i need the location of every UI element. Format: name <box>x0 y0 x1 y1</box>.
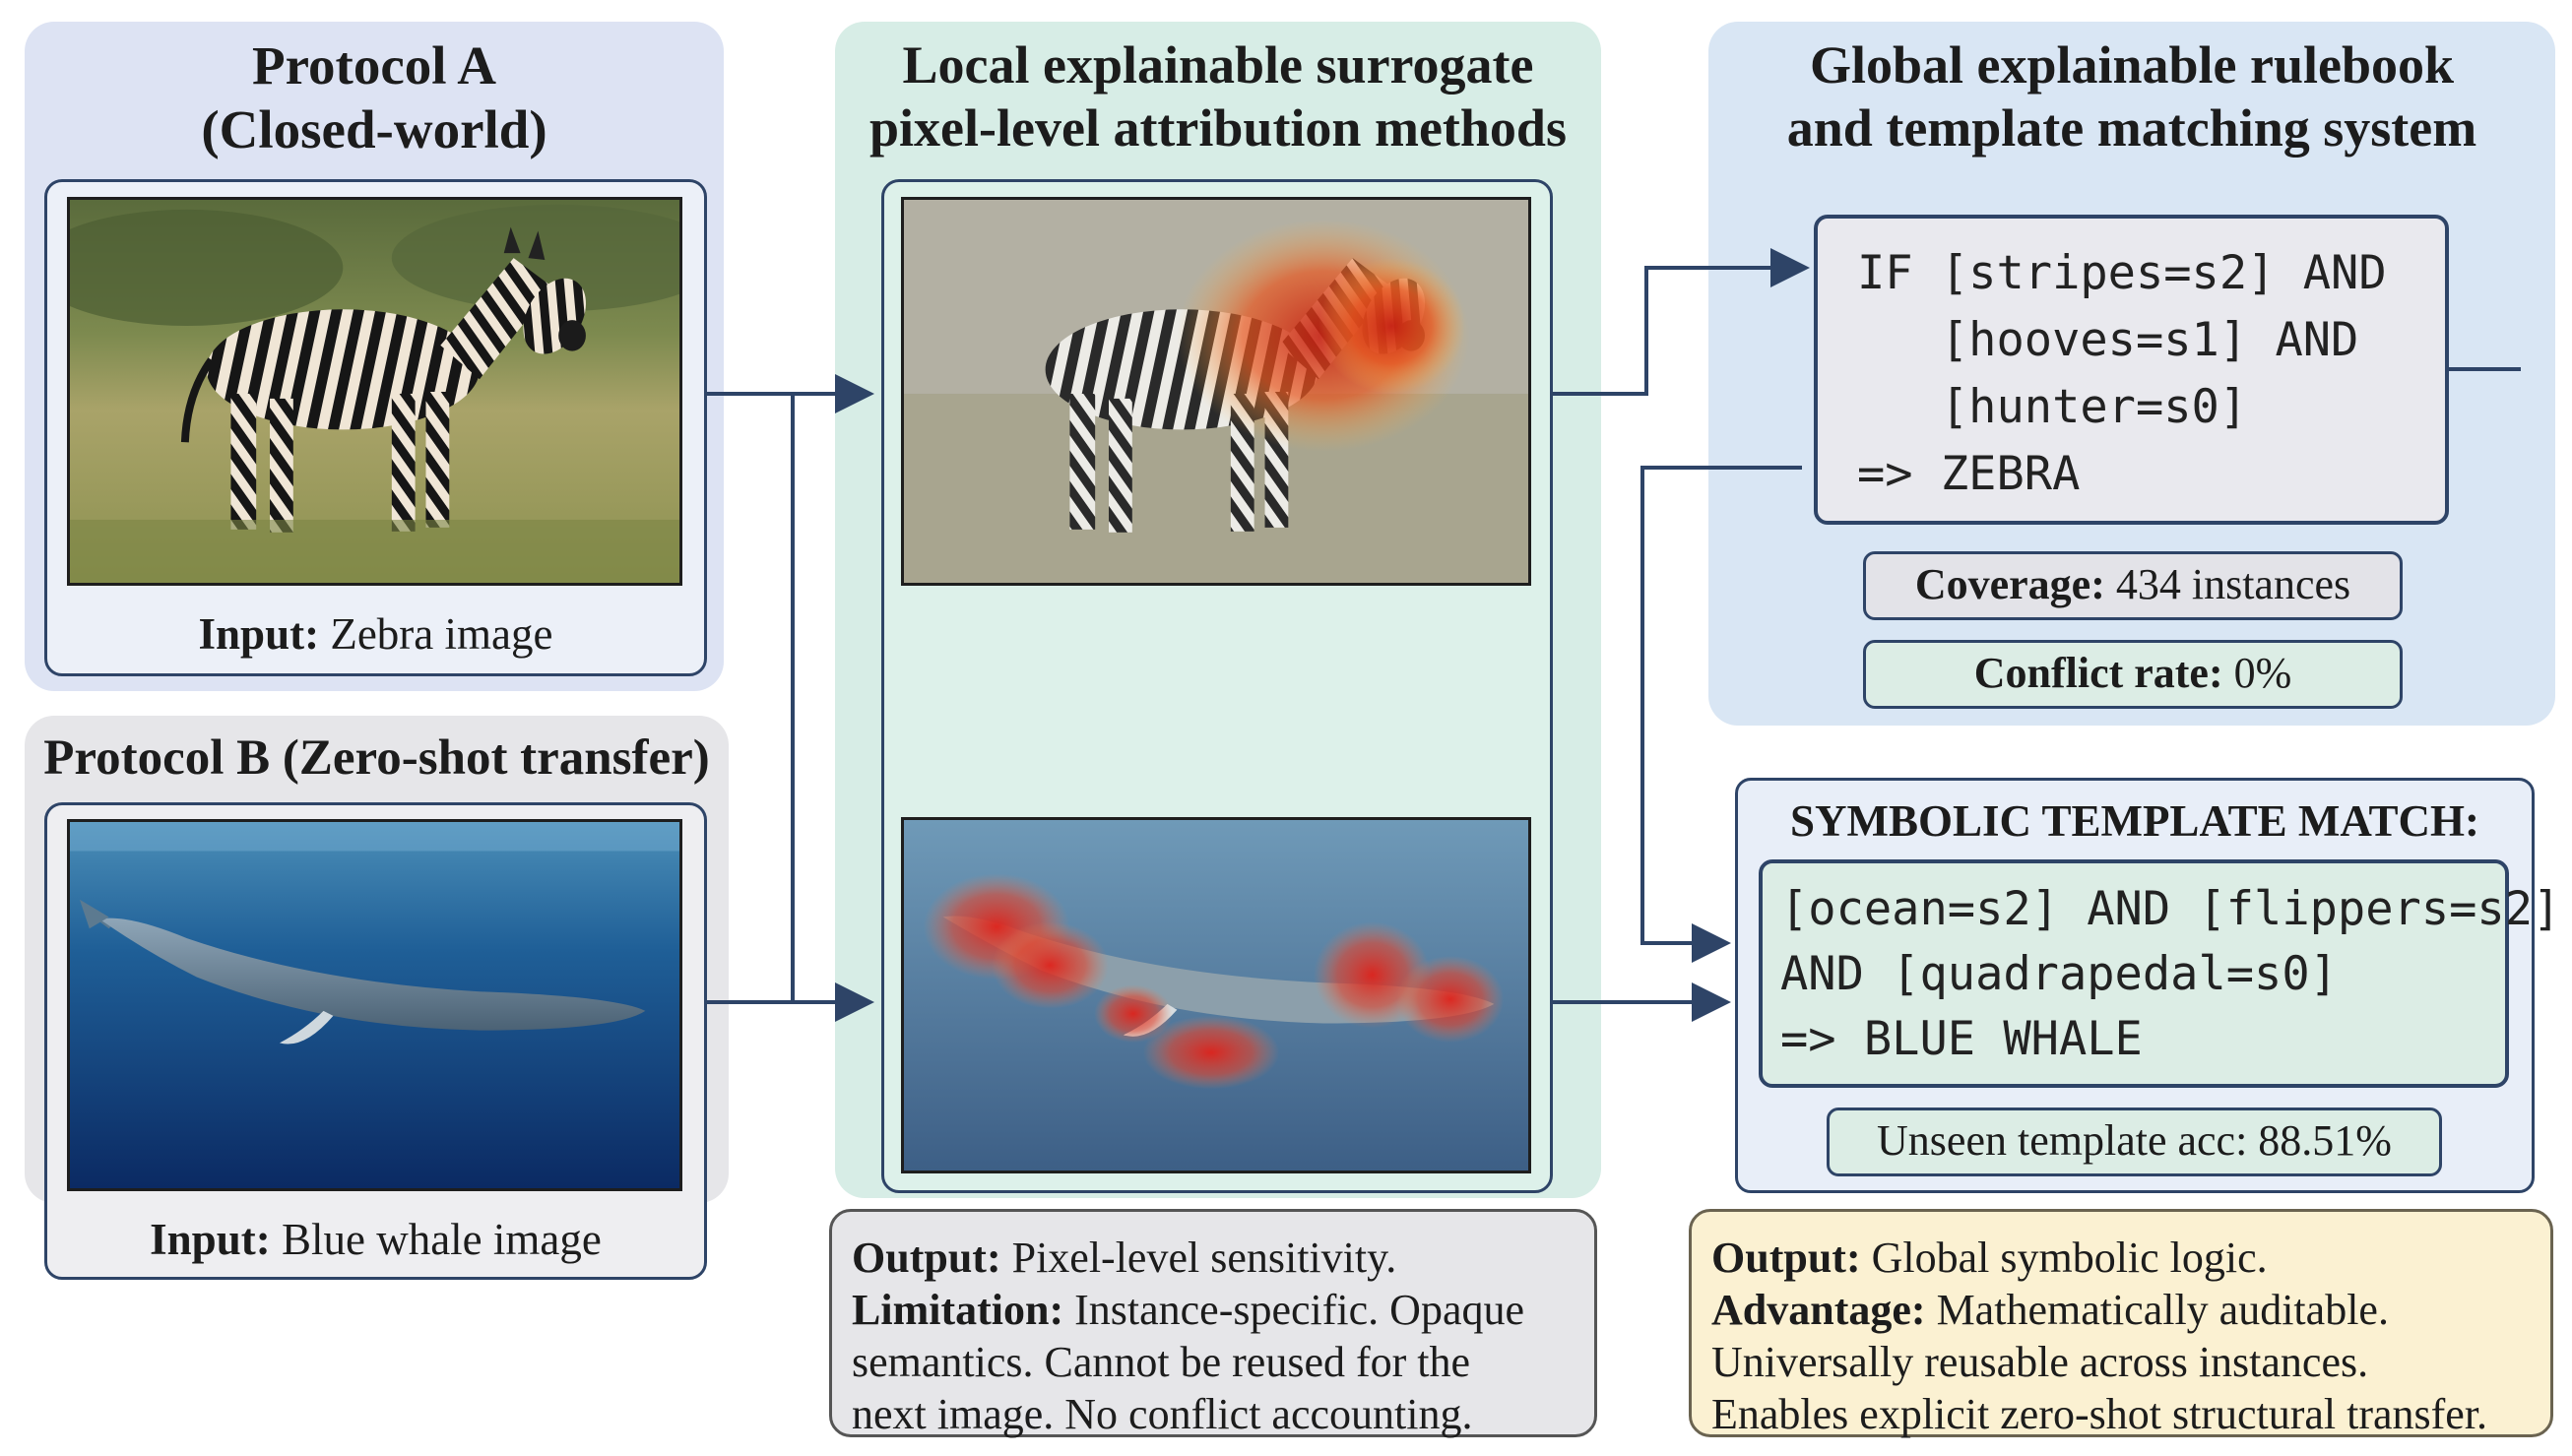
global-method-description: Output: Global symbolic logic. Advantage… <box>1689 1209 2553 1438</box>
zebra-rule-box: IF [stripes=s2] AND [hooves=s1] AND [hun… <box>1814 215 2449 525</box>
local-title-line2: pixel-level attribution methods <box>869 97 1567 158</box>
protocol-a-title-line2: (Closed-world) <box>201 98 547 159</box>
local-title-line1: Local explainable surrogate <box>902 35 1534 95</box>
protocol-a-title-line1: Protocol A <box>252 35 496 95</box>
whale-input-caption: Input: Blue whale image <box>44 1214 707 1265</box>
coverage-label: Coverage: <box>1914 560 2105 608</box>
global-advantage-line3: Enables explicit zero-shot structural tr… <box>1711 1390 2488 1438</box>
whale-caption-label: Input: <box>150 1215 271 1264</box>
protocol-a-title: Protocol A (Closed-world) <box>25 34 724 162</box>
global-title-line2: and template matching system <box>1786 97 2477 158</box>
global-advantage-label: Advantage: <box>1711 1286 1926 1334</box>
zebra-input-caption: Input: Zebra image <box>44 608 707 660</box>
unseen-template-accuracy-badge: Unseen template acc: 88.51% <box>1827 1108 2442 1176</box>
coverage-value: 434 instances <box>2115 560 2351 608</box>
zebra-photo <box>67 197 682 586</box>
global-advantage-line2: Universally reusable across instances. <box>1711 1338 2369 1386</box>
global-advantage-text: Mathematically auditable. <box>1936 1286 2389 1334</box>
whale-caption-text: Blue whale image <box>281 1215 602 1264</box>
zebra-caption-label: Input: <box>198 609 320 659</box>
rule-line: [hooves=s1] AND <box>1857 313 2359 367</box>
coverage-badge: Coverage: 434 instances <box>1863 551 2403 620</box>
local-limitation-line2: semantics. Cannot be reused for the <box>852 1338 1471 1386</box>
conflict-rate-badge: Conflict rate: 0% <box>1863 640 2403 709</box>
whale-template-box: [ocean=s2] AND [flippers=s2] AND [quadra… <box>1759 859 2561 1088</box>
zebra-heatmap-photo <box>901 197 1531 586</box>
local-limitation-text: Instance-specific. Opaque <box>1074 1286 1524 1334</box>
template-line: => BLUE WHALE <box>1780 1012 2143 1066</box>
template-line: [ocean=s2] AND [flippers=s2] <box>1780 882 2561 936</box>
global-advantage-line: Advantage: Mathematically auditable. <box>1711 1284 2550 1336</box>
global-output-label: Output: <box>1711 1234 1861 1282</box>
local-output-text: Pixel-level sensitivity. <box>1011 1234 1397 1282</box>
template-line: AND [quadrapedal=s0] <box>1780 947 2338 1001</box>
blue-whale-photo <box>67 819 682 1191</box>
global-title-line1: Global explainable rulebook <box>1809 35 2455 95</box>
rule-line: [hunter=s0] <box>1857 380 2248 434</box>
local-panel-title: Local explainable surrogate pixel-level … <box>835 34 1601 159</box>
rule-line: => ZEBRA <box>1857 447 2081 501</box>
local-limitation-line: Limitation: Instance-specific. Opaque <box>852 1284 1594 1336</box>
protocol-b-title: Protocol B (Zero-shot transfer) <box>43 730 710 786</box>
local-method-description: Output: Pixel-level sensitivity. Limitat… <box>829 1209 1597 1438</box>
global-output-text: Global symbolic logic. <box>1871 1234 2268 1282</box>
whale-heatmap-photo <box>901 817 1531 1173</box>
local-limitation-line3: next image. No conflict accounting. <box>852 1390 1473 1438</box>
zebra-caption-text: Zebra image <box>330 609 553 659</box>
conflict-label: Conflict rate: <box>1973 649 2223 697</box>
global-output-line: Output: Global symbolic logic. <box>1711 1232 2550 1284</box>
local-limitation-label: Limitation: <box>852 1286 1064 1334</box>
local-output-label: Output: <box>852 1234 1001 1282</box>
symbolic-template-title: SYMBOLIC TEMPLATE MATCH: <box>1789 796 2480 846</box>
global-panel-title: Global explainable rulebook and template… <box>1708 34 2555 159</box>
rule-line: IF [stripes=s2] AND <box>1857 246 2387 300</box>
local-output-line: Output: Pixel-level sensitivity. <box>852 1232 1594 1284</box>
conflict-value: 0% <box>2233 649 2292 697</box>
